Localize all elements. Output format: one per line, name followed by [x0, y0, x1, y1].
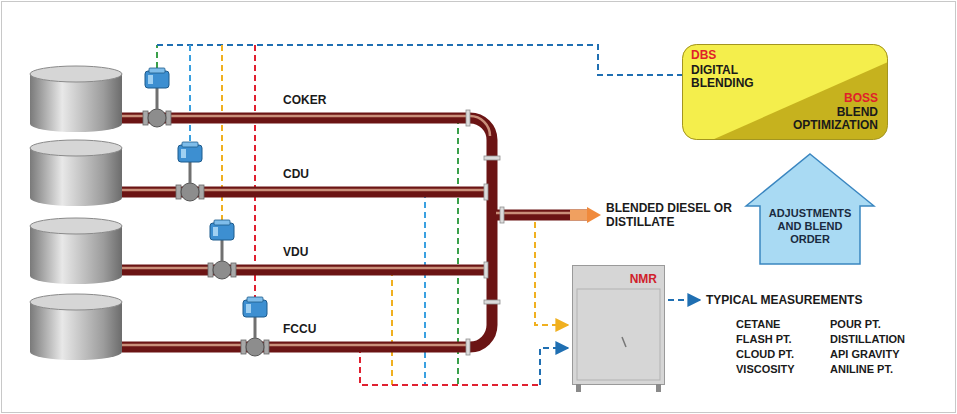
node-text: NMR	[607, 273, 657, 286]
measurement-item: ANILINE PT.	[830, 362, 893, 376]
analyzer-cabinet: NMR	[572, 265, 665, 392]
stream-label: COKER	[283, 93, 326, 107]
cabinet-door	[577, 289, 660, 380]
node-text: ADJUSTMENTS AND BLEND ORDER	[761, 207, 859, 246]
measurement-item: FLASH PT.	[736, 332, 792, 346]
measurements-heading: TYPICAL MEASUREMENTS	[706, 293, 862, 307]
control-valves	[143, 68, 269, 356]
stream-label: FCCU	[283, 322, 316, 336]
node-text: DBS	[691, 49, 771, 62]
stream-label: VDU	[283, 245, 308, 259]
node-text: DIGITAL BLENDING	[691, 64, 765, 90]
box-border	[683, 45, 888, 140]
storage-tanks	[30, 66, 122, 360]
box-ground	[683, 45, 888, 140]
flow-arrow	[587, 207, 601, 223]
measurement-item: VISCOSITY	[736, 362, 795, 376]
measurement-item: DISTILLATION	[830, 332, 905, 346]
cabinet-handle	[622, 337, 626, 347]
cabinet-leg	[656, 384, 661, 392]
blending-system-box: DBS DIGITAL BLENDING BOSSBLEND OPTIMIZATIO…	[682, 44, 888, 140]
measurement-item: CLOUD PT.	[736, 347, 794, 361]
measurement-item: POUR PT.	[830, 317, 881, 331]
product-label: BLENDED DIESEL OR DISTILLATE	[606, 201, 736, 229]
measurement-item: API GRAVITY	[830, 347, 899, 361]
pipes	[122, 116, 588, 347]
cabinet-body	[573, 266, 665, 385]
pipe-flanges	[466, 110, 504, 355]
stream-label: CDU	[283, 167, 309, 181]
measurement-item: CETANE	[736, 317, 780, 331]
cabinet-leg	[576, 384, 581, 392]
feedback-arrow: ADJUSTMENTS AND BLEND ORDER	[744, 152, 876, 266]
node-text: BLEND OPTIMIZATION	[778, 106, 878, 132]
box-ground	[683, 45, 888, 140]
node-text: BOSS	[818, 92, 878, 105]
arrow-shape	[746, 154, 874, 264]
